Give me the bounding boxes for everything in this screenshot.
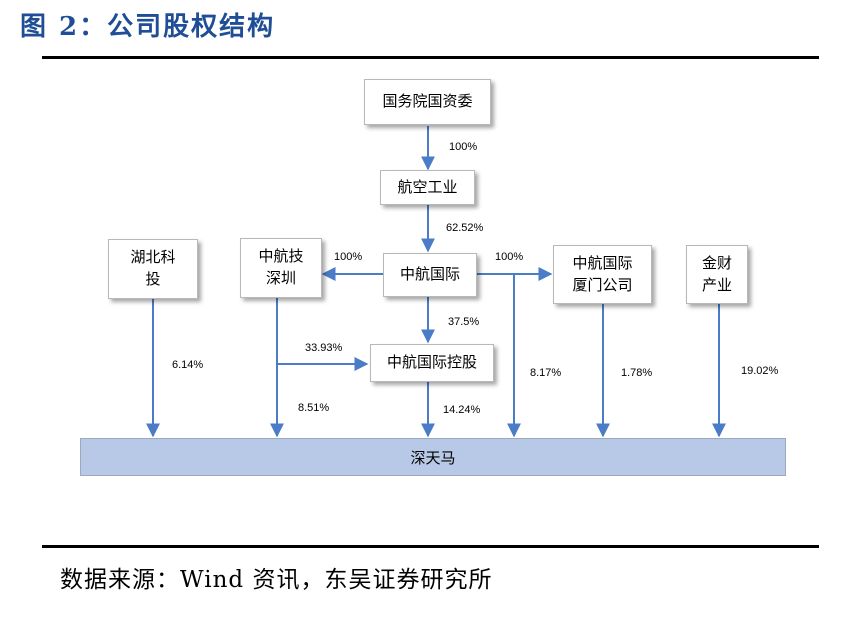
node-sasac-label: 国务院国资委 bbox=[382, 92, 473, 111]
node-xiamen-line2: 厦门公司 bbox=[572, 275, 633, 294]
node-avic-holding: 中航国际控股 bbox=[370, 344, 494, 382]
node-hubei-line1: 湖北科 bbox=[130, 248, 176, 267]
node-jincai-line2: 产业 bbox=[701, 275, 732, 294]
edge-label-avictech-target: 8.51% bbox=[298, 402, 330, 414]
node-target-label: 深天马 bbox=[410, 448, 456, 467]
node-hubei: 湖北科 投 bbox=[108, 239, 198, 299]
node-avic: 航空工业 bbox=[380, 170, 475, 205]
node-jincai-line1: 金财 bbox=[701, 253, 732, 272]
edge-label-intl-avictech: 100% bbox=[334, 251, 363, 263]
node-avic-label: 航空工业 bbox=[397, 177, 458, 196]
node-avic-intl-xiamen: 中航国际 厦门公司 bbox=[553, 245, 652, 304]
edge-label-avic-intl: 62.52% bbox=[446, 222, 484, 234]
edge-label-avictech-holding: 33.93% bbox=[305, 342, 343, 354]
node-avictech-line1: 中航技 bbox=[258, 247, 304, 266]
edge-label-intl-xiamen: 100% bbox=[495, 251, 524, 263]
node-target-tianma: 深天马 bbox=[80, 438, 786, 476]
figure-source: 数据来源：Wind 资讯，东吴证券研究所 bbox=[60, 567, 493, 593]
node-avictech-line2: 深圳 bbox=[265, 269, 296, 287]
node-jincai: 金财 产业 bbox=[686, 245, 748, 304]
edge-label-sasac-avic: 100% bbox=[449, 141, 478, 153]
node-avic-holding-label: 中航国际控股 bbox=[386, 353, 477, 372]
edge-label-holding-target: 14.24% bbox=[443, 404, 481, 416]
node-hubei-line2: 投 bbox=[145, 270, 161, 288]
node-xiamen-line1: 中航国际 bbox=[572, 253, 633, 272]
edge-label-xiamen-target: 1.78% bbox=[621, 367, 653, 379]
node-sasac: 国务院国资委 bbox=[364, 79, 491, 125]
node-avictech-shenzhen: 中航技 深圳 bbox=[240, 238, 322, 298]
node-avic-intl: 中航国际 bbox=[383, 253, 477, 297]
edge-label-intl-target: 8.17% bbox=[530, 367, 562, 379]
edge-label-hubei-target: 6.14% bbox=[172, 359, 204, 371]
bottom-divider bbox=[42, 545, 819, 548]
node-avic-intl-label: 中航国际 bbox=[399, 265, 460, 284]
edge-label-intl-holding: 37.5% bbox=[448, 316, 480, 328]
top-divider bbox=[42, 56, 819, 59]
figure-title: 图 2：公司股权结构 bbox=[20, 12, 276, 42]
edge-label-jincai-target: 19.02% bbox=[741, 365, 779, 377]
